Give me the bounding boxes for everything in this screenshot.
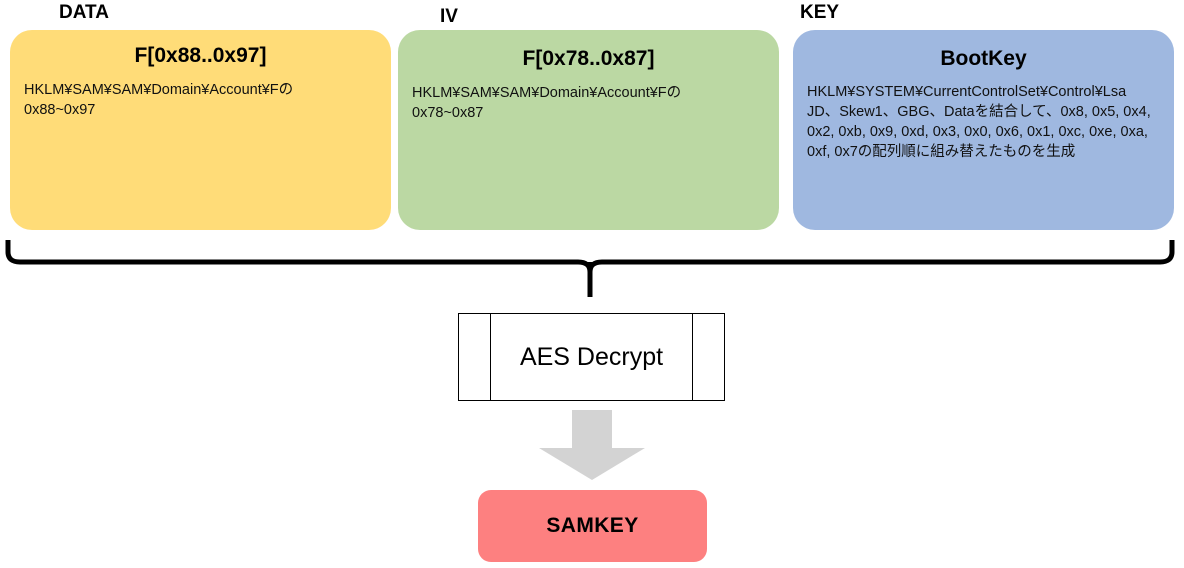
group-label-data: DATA [59,2,109,23]
process-box-aes-decrypt-label: AES Decrypt [519,343,664,371]
input-box-data-title: F[0x88..0x97] [134,44,267,67]
result-box-samkey: SAMKEY [478,490,707,562]
input-box-data: F[0x88..0x97] HKLM¥SAM¥SAM¥Domain¥Accoun… [10,30,391,230]
process-box-aes-decrypt: AES Decrypt [458,313,725,401]
result-box-samkey-label: SAMKEY [546,514,639,537]
process-rail-right [692,314,693,400]
input-box-key-title: BootKey [940,47,1027,70]
input-box-iv-description: HKLM¥SAM¥SAM¥Domain¥Account¥Fの 0x78~0x87 [412,85,682,121]
input-box-data-description: HKLM¥SAM¥SAM¥Domain¥Account¥Fの 0x88~0x97 [24,82,294,118]
down-arrow-icon [539,410,645,480]
input-box-key-description: HKLM¥SYSTEM¥CurrentControlSet¥Control¥Ls… [807,84,1151,160]
input-box-iv-title: F[0x78..0x87] [522,47,655,70]
merge-brace-icon [5,240,1175,297]
process-rail-left [490,314,491,400]
input-box-iv: F[0x78..0x87] HKLM¥SAM¥SAM¥Domain¥Accoun… [398,30,779,230]
input-box-key: BootKey HKLM¥SYSTEM¥CurrentControlSet¥Co… [793,30,1174,230]
group-label-key: KEY [800,2,840,23]
group-label-iv: IV [440,6,458,27]
